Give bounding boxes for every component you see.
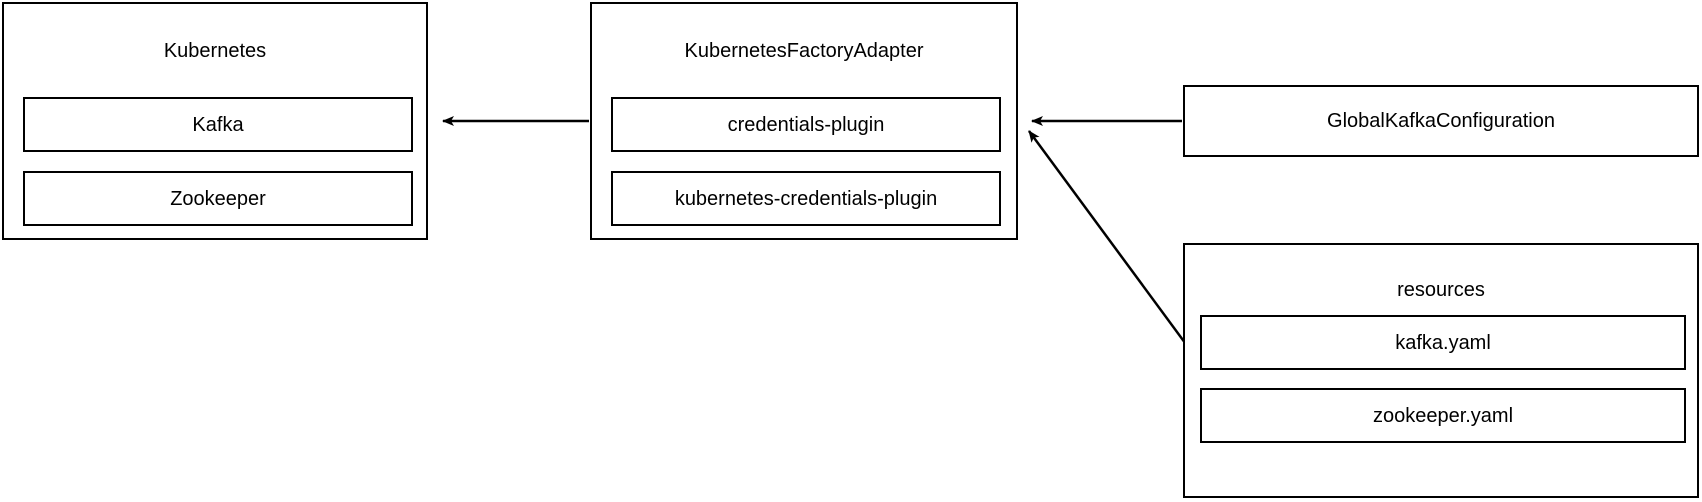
node-global-kafka-configuration-label: GlobalKafkaConfiguration — [1327, 110, 1555, 132]
edge-resources-to-adapter — [1027, 130, 1207, 371]
node-kubernetes-factory-adapter[interactable]: KubernetesFactoryAdapter credentials-plu… — [590, 2, 1018, 240]
node-zookeeper-yaml[interactable]: zookeeper.yaml — [1200, 388, 1686, 443]
node-kafka-label: Kafka — [192, 113, 244, 136]
node-kafka-yaml-label: kafka.yaml — [1395, 331, 1491, 354]
node-zookeeper-yaml-label: zookeeper.yaml — [1372, 404, 1514, 427]
node-kubernetes-factory-adapter-title: KubernetesFactoryAdapter — [684, 40, 924, 62]
node-kafka[interactable]: Kafka — [23, 97, 413, 152]
node-credentials-plugin-label: credentials-plugin — [727, 113, 885, 136]
node-kubernetes-credentials-plugin-label: kubernetes-credentials-plugin — [674, 187, 938, 210]
node-zookeeper[interactable]: Zookeeper — [23, 171, 413, 226]
node-zookeeper-label: Zookeeper — [170, 187, 266, 210]
node-resources[interactable]: resources kafka.yaml zookeeper.yaml — [1183, 243, 1699, 498]
node-kubernetes-credentials-plugin[interactable]: kubernetes-credentials-plugin — [611, 171, 1001, 226]
node-kafka-yaml[interactable]: kafka.yaml — [1200, 315, 1686, 370]
node-kubernetes-title: Kubernetes — [163, 40, 267, 62]
node-credentials-plugin[interactable]: credentials-plugin — [611, 97, 1001, 152]
node-kubernetes[interactable]: Kubernetes Kafka Zookeeper — [2, 2, 428, 240]
node-resources-title: resources — [1397, 279, 1485, 301]
node-global-kafka-configuration[interactable]: GlobalKafkaConfiguration — [1183, 85, 1699, 157]
